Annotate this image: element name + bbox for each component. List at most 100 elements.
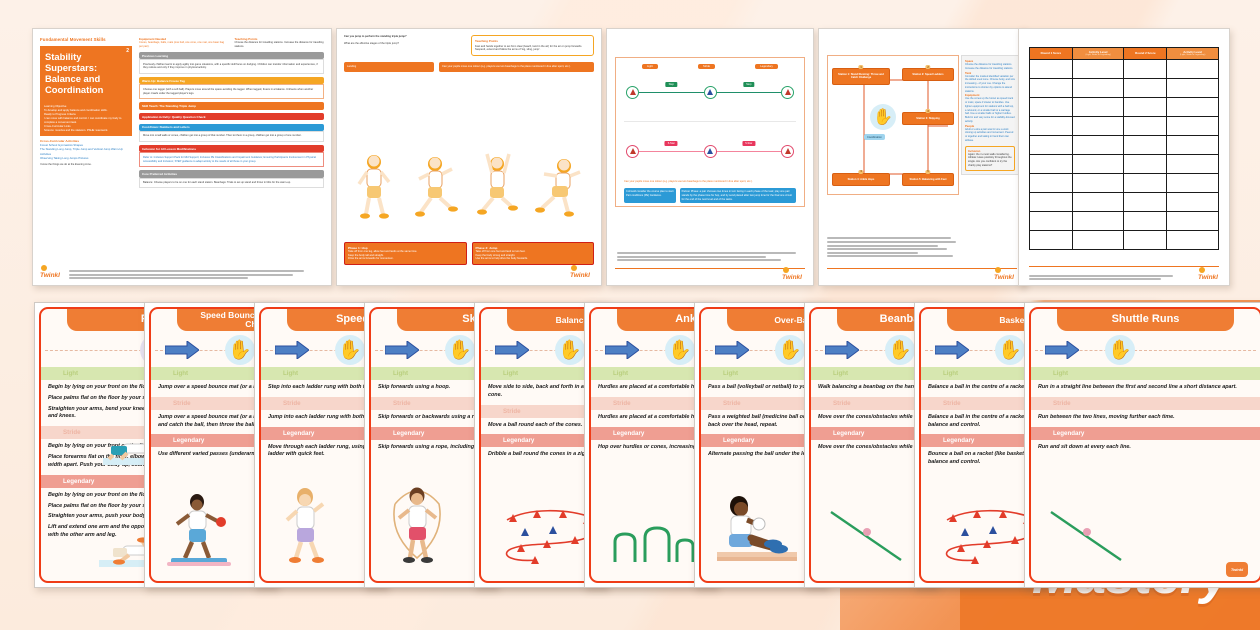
score-table-cell[interactable] <box>1029 116 1073 137</box>
score-table-cell[interactable] <box>1166 97 1219 118</box>
phase-2-item-1: Take off from one foot and land on two f… <box>475 249 526 253</box>
score-table-cell[interactable] <box>1166 78 1219 99</box>
station-box-5[interactable]: 5 Station 5: Balancing with Feet <box>902 169 954 186</box>
score-table-cell[interactable] <box>1123 154 1168 175</box>
score-table-row[interactable] <box>1029 116 1219 137</box>
score-table-row[interactable] <box>1029 192 1219 213</box>
score-table-cell[interactable] <box>1166 211 1219 232</box>
score-table-cell[interactable] <box>1166 135 1219 156</box>
score-table[interactable]: Round 1 Score Activity Level (Light, Str… <box>1029 46 1219 251</box>
guidance-body-equipment: Use the cones up the funnel as speed tra… <box>965 97 1015 123</box>
score-table-cell[interactable] <box>1029 154 1073 175</box>
score-table-cell[interactable] <box>1071 173 1125 194</box>
score-table-body[interactable] <box>1029 59 1219 251</box>
score-table-row[interactable] <box>1029 211 1219 232</box>
cone-row-pink: 5-Star 5-Star <box>616 128 804 174</box>
score-table-cell[interactable] <box>1071 192 1125 213</box>
arrow-right-icon <box>714 340 750 360</box>
document-lesson-plan[interactable]: Fundamental Movement Skills 2 Stability … <box>32 28 332 286</box>
score-table-row[interactable] <box>1029 154 1219 175</box>
cooldown-heading: Cool-Down: Numbers and Letters <box>139 123 324 131</box>
score-table-header-row: Round 1 Score Activity Level (Light, Str… <box>1029 46 1219 61</box>
station-label-4: Station 4: Ankle Hops <box>847 177 875 181</box>
score-col-level1: Activity Level (Light, Stride or Legenda… <box>1071 46 1125 61</box>
jump-lead-text: Can you jump to perform the standing tri… <box>344 35 407 38</box>
station-label-3: Station 3: Skipping <box>916 117 940 120</box>
score-table-row[interactable] <box>1029 97 1219 118</box>
landing-row: Landing Can your pupils move one colour … <box>344 62 594 72</box>
station-box-1[interactable]: 1 Station 1: Stand Running: Throw and Ca… <box>832 65 890 85</box>
station-box-3[interactable]: 3 Station 3: Skipping <box>902 109 954 126</box>
document-score-sheet[interactable]: Round 1 Score Activity Level (Light, Str… <box>1018 28 1230 286</box>
score-table-cell[interactable] <box>1123 135 1168 156</box>
document-progression-diagram[interactable]: Light Stride Legendary Step Step 5-Star <box>606 28 814 286</box>
score-table-cell[interactable] <box>1123 78 1168 99</box>
score-table-cell[interactable] <box>1123 211 1168 232</box>
score-table-cell[interactable] <box>1123 173 1168 194</box>
guidance-heading-people: People <box>965 123 975 128</box>
score-table-cell[interactable] <box>1029 135 1073 156</box>
level-band-label: Light <box>393 370 409 377</box>
score-table-cell[interactable] <box>1166 230 1219 251</box>
score-table-row[interactable] <box>1029 59 1219 80</box>
score-table-cell[interactable] <box>1166 59 1219 80</box>
document-station-map[interactable]: 1 Station 1: Stand Running: Throw and Ca… <box>818 28 1026 286</box>
level-tag-row: Light Stride Legendary <box>616 64 804 70</box>
level-band-label: Legendary <box>723 437 755 445</box>
cone-icon-3 <box>781 85 794 99</box>
score-table-cell[interactable] <box>1071 59 1125 80</box>
score-table-cell[interactable] <box>1071 135 1125 156</box>
score-table-cell[interactable] <box>1166 192 1219 213</box>
score-table-row[interactable] <box>1029 230 1219 251</box>
score-table-cell[interactable] <box>1123 116 1168 137</box>
score-table-cell[interactable] <box>1071 230 1125 251</box>
station-number-5: 5 <box>925 169 931 174</box>
station-label-5: Station 5: Balancing with Feet <box>909 177 947 181</box>
cone-row-green: Step Step <box>616 69 804 115</box>
arrow-right-icon <box>1044 340 1080 360</box>
cross-curricular-link-2[interactable]: The Standing Long Jump, Triple Jump and … <box>40 147 123 156</box>
score-table-cell[interactable] <box>1071 211 1125 232</box>
score-table-cell[interactable] <box>1029 78 1073 99</box>
score-table-cell[interactable] <box>1071 78 1125 99</box>
document-row: Fundamental Movement Skills 2 Stability … <box>0 0 1260 300</box>
score-table-cell[interactable] <box>1071 116 1125 137</box>
level-line: Run between the two lines, moving furthe… <box>1038 413 1175 420</box>
score-table-cell[interactable] <box>1166 116 1219 137</box>
score-table-cell[interactable] <box>1123 192 1168 213</box>
lesson-plan-titlebox: 2 Stability Superstars: Balance and Coor… <box>40 45 132 102</box>
score-table-row[interactable] <box>1029 173 1219 194</box>
inclusion-body: Refer to: Inclusive Support Pack for Mid… <box>139 152 324 167</box>
score-table-cell[interactable] <box>1029 230 1073 251</box>
station-box-2[interactable]: 2 Station 2: Speed Ladders <box>902 65 954 82</box>
card-inner-frame: Shuttle Runs ✋ Light Run in a straight l… <box>1029 307 1260 583</box>
criteria-body: I can move with balance and control. I c… <box>44 117 122 125</box>
score-table-row[interactable] <box>1029 78 1219 99</box>
score-table-cell[interactable] <box>1166 173 1219 194</box>
score-table-cell[interactable] <box>1123 230 1168 251</box>
score-table-cell[interactable] <box>1029 173 1073 194</box>
activity-card[interactable]: Shuttle Runs ✋ Light Run in a straight l… <box>1024 302 1260 588</box>
score-table-cell[interactable] <box>1029 211 1073 232</box>
arrow-right-icon <box>494 340 530 360</box>
score-table-cell[interactable] <box>1029 192 1073 213</box>
cross-curricular-link-1[interactable]: Forest School Gymnastics Shapes <box>40 143 83 148</box>
unit-number: 2 <box>126 47 129 54</box>
station-label-2: Station 2: Speed Ladders <box>912 73 944 76</box>
document-jump-technique[interactable]: Can you jump to perform the standing tri… <box>336 28 602 286</box>
station-map-footnotes <box>827 237 957 259</box>
link-line-3: 5-Star <box>639 140 704 153</box>
cross-curricular-link-3[interactable]: Observing Taking Long Jumps Pictures <box>40 155 89 160</box>
score-table-cell[interactable] <box>1029 59 1073 80</box>
score-table-cell[interactable] <box>1123 59 1168 80</box>
score-table-cell[interactable] <box>1029 97 1073 118</box>
score-table-cell[interactable] <box>1166 154 1219 175</box>
score-table-cell[interactable] <box>1071 154 1125 175</box>
station-box-4[interactable]: 4 Station 4: Ankle Hops <box>832 169 890 186</box>
score-table-cell[interactable] <box>1071 97 1125 118</box>
objective-heading: Learning Objective <box>44 104 67 108</box>
score-table-row[interactable] <box>1029 135 1219 156</box>
cooldown-body: Move into small walls or cones, children… <box>139 130 324 142</box>
hand-icon: ✋ <box>445 335 475 365</box>
score-table-cell[interactable] <box>1123 97 1168 118</box>
